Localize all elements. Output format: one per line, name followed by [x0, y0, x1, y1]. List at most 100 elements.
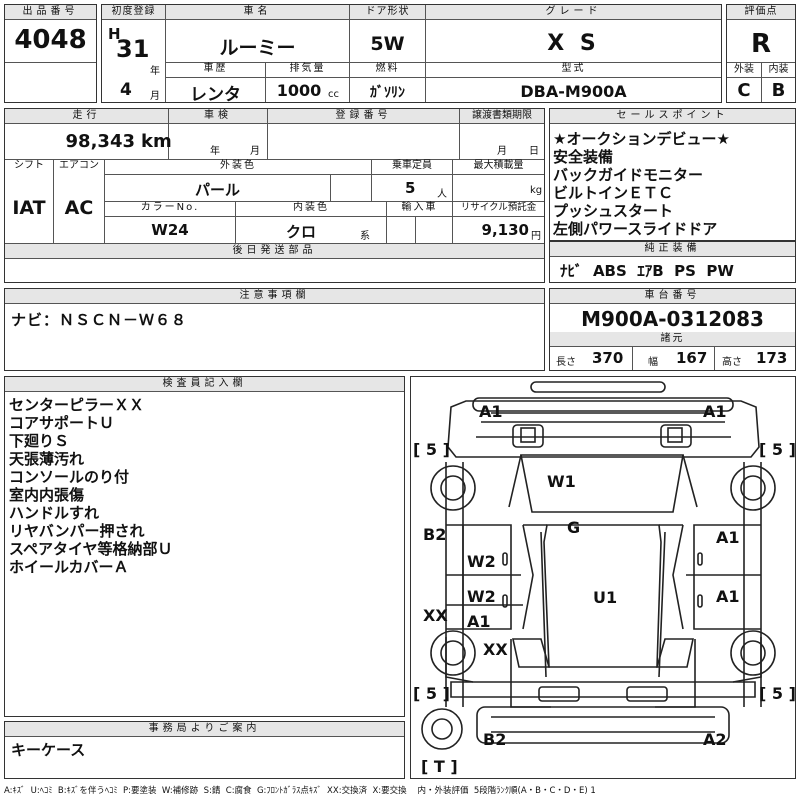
- transfer-day: 日: [529, 146, 539, 157]
- details-box: 走行 車検 登録番号 譲渡書類期限 98,343 km 年 月 月 日 シフト …: [4, 108, 545, 283]
- inspector-item: ハンドルすれ: [9, 504, 100, 522]
- inspector-item: センターピラーＸＸ: [9, 396, 145, 414]
- displacement-unit: cc: [328, 89, 339, 100]
- mileage-label: 走行: [5, 109, 168, 124]
- reg-no-label: 登録番号: [268, 109, 459, 124]
- inspector-item: スペアタイヤ等格納部Ｕ: [9, 540, 173, 558]
- displacement-label: 排気量: [289, 63, 326, 74]
- load-unit: kg: [530, 185, 543, 196]
- mileage: 98,343: [65, 131, 135, 152]
- capacity: 5: [405, 179, 416, 197]
- mark-a1-right-2: A1: [716, 587, 740, 606]
- color-no-label: カラーNo.: [140, 202, 200, 213]
- fuel-label: 燃料: [375, 63, 400, 74]
- era: H: [108, 25, 121, 43]
- mark-xx-middle: XX: [483, 640, 508, 659]
- shift-label: シフト: [14, 160, 44, 171]
- grade-label: グレード: [426, 5, 721, 20]
- chassis-number: M900A-0312083: [581, 307, 764, 331]
- exterior-grade-label: 外装: [734, 64, 754, 75]
- interior-grade-label: 内装: [768, 64, 789, 75]
- sales-points-box: セールスポイント ★オークションデビュー★ 安全装備 バックガイドモニター ビル…: [549, 108, 796, 241]
- inspector-item: 室内内張傷: [9, 486, 85, 504]
- ac-label: エアコン: [59, 160, 99, 171]
- height: 173: [756, 349, 788, 367]
- equipment-value: ﾅﾋﾞ ABS ｴｱB PS PW: [560, 262, 734, 280]
- mark-w1: W1: [547, 472, 576, 491]
- sales-point: 安全装備: [553, 148, 614, 166]
- notes-box: 注意事項欄 ナビ：ＮＳＣＮ－Ｗ６８: [4, 288, 545, 371]
- year-unit: 年: [150, 66, 160, 77]
- inspector-item: 天張薄汚れ: [9, 450, 85, 468]
- equipment-box: 純正装備 ﾅﾋﾞ ABS ｴｱB PS PW: [549, 241, 796, 283]
- recycle-label: リサイクル預託金: [460, 202, 537, 213]
- capacity-unit: 人: [437, 189, 447, 200]
- inspection-label: 車検: [169, 109, 267, 124]
- recycle-unit: 円: [531, 231, 541, 242]
- lot-label: 出品番号: [5, 5, 96, 20]
- import-label: 輸入車: [401, 202, 438, 213]
- spare-tire: [421, 708, 463, 750]
- sales-points-label: セールスポイント: [550, 109, 795, 124]
- later-parts-label: 後日発送部品: [5, 244, 544, 259]
- mark-w2-b: W2: [467, 587, 496, 606]
- color-label: 外装色: [220, 160, 256, 171]
- height-label: 高さ: [722, 357, 742, 368]
- spare-tire-label: [ T ]: [421, 757, 458, 776]
- front-body: [447, 400, 760, 458]
- inspector-item: コンソールのり付: [9, 468, 130, 486]
- chassis-box: 車台番号 M900A-0312083 諸元 長さ 370 幅 167 高さ 17…: [549, 288, 796, 371]
- inspector-item: リヤバンパー押され: [9, 522, 145, 540]
- mark-u1: U1: [593, 588, 617, 607]
- tire-depth-front-right: [ 5 ]: [759, 440, 795, 459]
- rear-body: [450, 681, 756, 698]
- score: R: [750, 29, 772, 59]
- windshield: [520, 454, 684, 513]
- interior-grade: B: [771, 80, 786, 101]
- tire-depth-front-left: [ 5 ]: [413, 440, 450, 459]
- door-type: 5W: [370, 33, 405, 55]
- mark-a1-front-right: A1: [703, 402, 727, 421]
- ac: AC: [64, 197, 94, 219]
- mark-b2-left: B2: [423, 525, 446, 544]
- reg-year: 31: [116, 35, 150, 63]
- notes-value: ナビ：ＮＳＣＮ－Ｗ６８: [11, 311, 188, 329]
- exterior-grade: C: [737, 80, 751, 101]
- first-reg-label: 初度登録: [102, 5, 165, 20]
- shift: IAT: [12, 197, 46, 219]
- front-bumper: [530, 381, 666, 393]
- inspector-box: 検査員記入欄 センターピラーＸＸ コアサポートＵ 下廻りＳ 天張薄汚れ コンソー…: [4, 376, 405, 717]
- int-color-label: 内装色: [293, 202, 329, 213]
- tire-depth-rear-left: [ 5 ]: [413, 684, 450, 703]
- fuel: ｶﾞｿﾘﾝ: [370, 85, 405, 101]
- sales-points-list: ★オークションデビュー★ 安全装備 バックガイドモニター ビルトインＥＴＣ プッ…: [553, 130, 730, 238]
- int-color-unit: 系: [360, 231, 370, 242]
- car-name-label: 車名: [166, 5, 349, 20]
- recycle: 9,130: [481, 221, 529, 239]
- mark-a1-front-left: A1: [479, 402, 503, 421]
- inspection-year: 年: [210, 146, 220, 157]
- score-label: 評価点: [727, 5, 795, 20]
- mileage-unit: km: [141, 131, 172, 152]
- sales-point: プッシュスタート: [553, 202, 674, 220]
- mark-a1-right-1: A1: [716, 528, 740, 547]
- reg-month: 4: [120, 80, 132, 100]
- tire-front-right: [730, 465, 776, 511]
- mark-g: G: [567, 518, 580, 537]
- tire-depth-rear-right: [ 5 ]: [759, 684, 795, 703]
- mark-xx-left: XX: [423, 606, 448, 625]
- tire-rear-right: [730, 630, 776, 676]
- color-no: W24: [151, 221, 189, 239]
- notes-label: 注意事項欄: [5, 289, 544, 304]
- model-label: 型式: [561, 63, 586, 74]
- car-diagram: A1 A1 W1 G B2 A1 W2 W2 U1 A1 XX A1 XX B2…: [413, 381, 795, 776]
- int-color: クロ: [285, 223, 316, 241]
- legend: A:ｷｽﾞ U:ﾍｺﾐ B:ｷｽﾞを伴うﾍｺﾐ P:要塗装 W:補修跡 S:錆 …: [4, 786, 596, 796]
- lot-box: 出品番号 4048: [4, 4, 97, 103]
- sales-point: ビルトインＥＴＣ: [553, 184, 674, 202]
- rear-bumper-lights: [538, 686, 580, 702]
- transfer-label: 譲渡書類期限: [460, 109, 544, 124]
- length-label: 長さ: [556, 357, 576, 368]
- length: 370: [592, 349, 624, 367]
- month-unit: 月: [150, 91, 160, 102]
